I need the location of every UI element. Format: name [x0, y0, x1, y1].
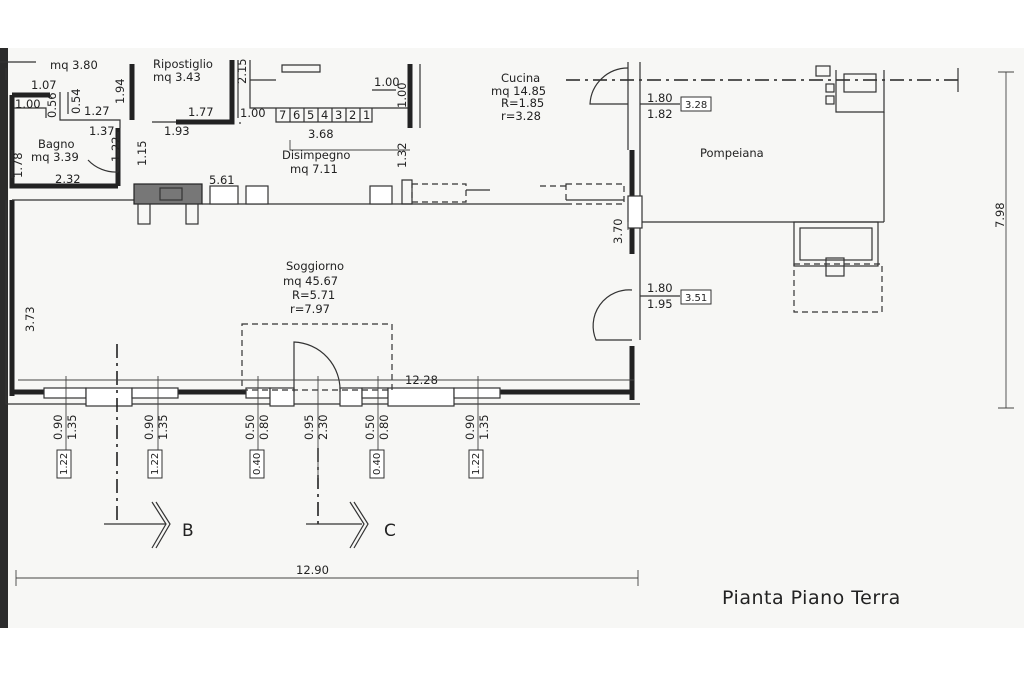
dim-3-73: 3.73 — [23, 306, 37, 332]
section-label-b: B — [182, 521, 194, 541]
dim-5-61: 5.61 — [209, 173, 235, 187]
sogg-door-height: 1.80 — [647, 281, 673, 295]
dim-1-00-b: 1.00 — [240, 106, 266, 120]
opening-6: 0.90 1.35 1.22 — [463, 414, 491, 479]
room-name-pompeiana: Pompeiana — [700, 146, 764, 160]
stair-step-7: 7 — [279, 108, 286, 122]
dim-2-32: 2.32 — [55, 172, 81, 186]
dim-1-15: 1.15 — [135, 140, 149, 166]
svg-text:1.22: 1.22 — [150, 453, 161, 475]
svg-text:0.90: 0.90 — [142, 414, 156, 440]
dim-1-77: 1.77 — [188, 105, 214, 119]
entrance-porch — [241, 323, 393, 391]
opening-3: 0.50 0.80 0.40 — [243, 414, 271, 479]
room-name-soggiorno: Soggiorno — [286, 259, 344, 273]
room-name-bagno: Bagno — [38, 137, 75, 151]
opening-1: 0.90 1.35 1.22 — [51, 414, 79, 479]
sogg-door-box: 3.51 — [685, 293, 707, 304]
room-name-cucina: Cucina — [501, 71, 540, 85]
svg-text:0.95: 0.95 — [302, 414, 316, 440]
svg-text:1.22: 1.22 — [59, 453, 70, 475]
opening-4-door: 0.95 2.30 — [302, 414, 330, 440]
dim-3-68: 3.68 — [308, 127, 334, 141]
room-r-cucina: r=3.28 — [501, 109, 541, 123]
dim-7-98: 7.98 — [993, 202, 1007, 228]
sogg-door-width: 1.95 — [647, 297, 673, 311]
dim-1-27: 1.27 — [84, 104, 110, 118]
section-label-c: C — [384, 521, 396, 541]
room-name-disimpegno: Disimpegno — [282, 148, 350, 162]
stair-step-5: 5 — [307, 108, 314, 122]
dim-3-70: 3.70 — [611, 218, 625, 244]
dim-2-15: 2.15 — [235, 58, 249, 84]
svg-text:1.22: 1.22 — [471, 453, 482, 475]
stair-step-4: 4 — [321, 108, 328, 122]
stair-step-1: 1 — [363, 108, 370, 122]
svg-text:0.40: 0.40 — [252, 453, 263, 475]
dim-1-32: 1.32 — [395, 142, 409, 168]
svg-text:0.50: 0.50 — [243, 414, 257, 440]
dim-12-28: 12.28 — [405, 373, 438, 387]
room-R-cucina: R=1.85 — [501, 96, 544, 110]
dim-0-54: 0.54 — [69, 88, 83, 114]
svg-text:0.80: 0.80 — [377, 414, 391, 440]
dim-1-78: 1.78 — [11, 152, 25, 178]
dim-1-00-a: 1.00 — [15, 97, 41, 111]
cucina-door-width: 1.82 — [647, 107, 673, 121]
section-lines — [104, 344, 369, 549]
fireplace — [133, 183, 203, 205]
room-R-soggiorno: R=5.71 — [292, 288, 335, 302]
svg-text:0.90: 0.90 — [463, 414, 477, 440]
pompeiana-fixtures — [793, 65, 885, 313]
room-area-bagno: mq 3.39 — [31, 150, 79, 164]
cucina-door-height: 1.80 — [647, 91, 673, 105]
room-r-soggiorno: r=7.97 — [290, 302, 330, 316]
svg-text:0.80: 0.80 — [257, 414, 271, 440]
dimension-lines — [15, 71, 1014, 586]
svg-text:2.30: 2.30 — [316, 414, 330, 440]
dim-12-90: 12.90 — [296, 563, 329, 577]
plan-title: Pianta Piano Terra — [722, 587, 901, 609]
dim-1-22: 1.22 — [109, 136, 123, 162]
svg-text:1.35: 1.35 — [156, 414, 170, 440]
dim-1-93: 1.93 — [164, 124, 190, 138]
room-name-ripostiglio: Ripostiglio — [153, 57, 213, 71]
cucina-door-swing — [589, 67, 629, 105]
dim-1-37: 1.37 — [89, 124, 115, 138]
room-area-cucina: mq 14.85 — [491, 84, 546, 98]
svg-text:1.35: 1.35 — [65, 414, 79, 440]
svg-text:1.35: 1.35 — [477, 414, 491, 440]
service-rooms — [0, 60, 421, 189]
opening-5: 0.50 0.80 0.40 — [363, 414, 391, 479]
dim-1-07: 1.07 — [31, 78, 57, 92]
svg-text:0.50: 0.50 — [363, 414, 377, 440]
dim-1-00-c: 1.00 — [374, 75, 400, 89]
scan-edge-left — [0, 48, 8, 628]
opening-2: 0.90 1.35 1.22 — [142, 414, 170, 479]
room-area-top-left: mq 3.80 — [50, 58, 98, 72]
soggiorno-walls — [5, 150, 680, 407]
cucina-door-box: 3.28 — [685, 100, 707, 111]
svg-text:0.40: 0.40 — [372, 453, 383, 475]
room-area-ripostiglio: mq 3.43 — [153, 70, 201, 84]
room-area-disimpegno: mq 7.11 — [290, 162, 338, 176]
dim-1-00-d: 1.00 — [395, 82, 409, 108]
svg-text:0.90: 0.90 — [51, 414, 65, 440]
entrance-door-swing — [293, 341, 341, 393]
stair-step-2: 2 — [349, 108, 356, 122]
stair-step-3: 3 — [335, 108, 342, 122]
dim-0-56: 0.56 — [45, 92, 59, 118]
dim-1-94: 1.94 — [113, 78, 127, 104]
room-area-soggiorno: mq 45.67 — [283, 274, 338, 288]
stair-step-6: 6 — [293, 108, 300, 122]
